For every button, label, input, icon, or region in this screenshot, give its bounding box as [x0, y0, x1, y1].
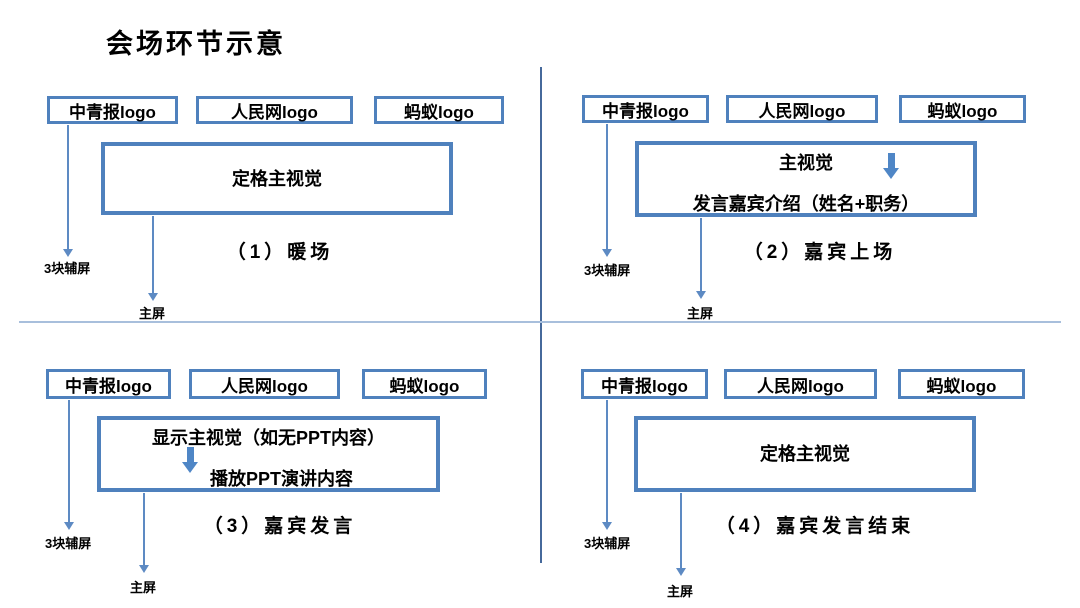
main-visual-box: 定格主视觉: [634, 416, 976, 492]
main-screen-label: 主屏: [139, 306, 166, 321]
logo-label: 蚂蚁logo: [404, 102, 474, 122]
logo-label: 蚂蚁logo: [926, 376, 997, 396]
block-down-arrow-icon: [883, 153, 899, 179]
main-box-text: 发言嘉宾介绍（姓名+职务）: [692, 194, 920, 214]
main-box-text: 显示主视觉（如无PPT内容）: [151, 428, 385, 448]
main-box-text: 定格主视觉: [760, 444, 850, 464]
logo-label: 中青报logo: [69, 102, 156, 122]
vertical-divider: [540, 67, 542, 563]
logo-label: 人民网logo: [757, 376, 844, 396]
horizontal-divider: [19, 321, 1061, 323]
main-screen-arrow-icon: [676, 493, 686, 576]
logo-box-mayi: 蚂蚁logo: [899, 95, 1026, 123]
main-screen-arrow-icon: [139, 493, 149, 573]
aux-screens-arrow-icon: [602, 400, 612, 530]
logo-box-mayi: 蚂蚁logo: [374, 96, 504, 124]
main-visual-box: 主视觉 发言嘉宾介绍（姓名+职务）: [635, 141, 977, 217]
logo-box-renminwang: 人民网logo: [196, 96, 353, 124]
logo-label: 人民网logo: [758, 101, 846, 121]
block-down-arrow-icon: [182, 447, 198, 473]
logo-box-mayi: 蚂蚁logo: [362, 369, 487, 399]
main-visual-box: 定格主视觉: [101, 142, 453, 215]
logo-label: 人民网logo: [221, 376, 308, 396]
main-screen-label: 主屏: [667, 584, 694, 599]
logo-label: 人民网logo: [231, 102, 318, 122]
logo-box-zhongqingbao: 中青报logo: [47, 96, 178, 124]
logo-box-renminwang: 人民网logo: [189, 369, 340, 399]
aux-screens-arrow-icon: [602, 124, 612, 257]
logo-label: 蚂蚁logo: [389, 376, 460, 396]
logo-box-zhongqingbao: 中青报logo: [582, 95, 709, 123]
main-visual-box: 显示主视觉（如无PPT内容） 播放PPT演讲内容: [97, 416, 440, 492]
logo-label: 中青报logo: [65, 376, 152, 396]
aux-screens-label: 3块辅屏: [584, 536, 631, 551]
stage-caption: （4）嘉宾发言结束: [715, 516, 915, 537]
logo-box-mayi: 蚂蚁logo: [898, 369, 1025, 399]
logo-box-renminwang: 人民网logo: [724, 369, 877, 399]
logo-box-renminwang: 人民网logo: [726, 95, 878, 123]
aux-screens-arrow-icon: [63, 125, 73, 257]
logo-box-zhongqingbao: 中青报logo: [581, 369, 708, 399]
main-box-text: 播放PPT演讲内容: [209, 469, 353, 489]
aux-screens-arrow-icon: [64, 400, 74, 530]
stage-caption: （3）嘉宾发言: [203, 516, 357, 537]
logo-label: 中青报logo: [601, 376, 688, 396]
logo-label: 蚂蚁logo: [927, 101, 998, 121]
page-title: 会场环节示意: [106, 29, 286, 59]
main-screen-arrow-icon: [148, 216, 158, 301]
logo-box-zhongqingbao: 中青报logo: [46, 369, 171, 399]
main-screen-arrow-icon: [696, 218, 706, 299]
logo-label: 中青报logo: [602, 101, 689, 121]
aux-screens-label: 3块辅屏: [45, 536, 92, 551]
main-screen-label: 主屏: [130, 580, 157, 595]
aux-screens-label: 3块辅屏: [584, 263, 631, 278]
stage-caption: （2）嘉宾上场: [743, 242, 897, 263]
main-box-text: 主视觉: [779, 153, 833, 173]
aux-screens-label: 3块辅屏: [44, 261, 91, 276]
main-screen-label: 主屏: [687, 306, 714, 321]
main-box-text: 定格主视觉: [232, 168, 322, 189]
stage-caption: （1）暖场: [226, 242, 334, 263]
